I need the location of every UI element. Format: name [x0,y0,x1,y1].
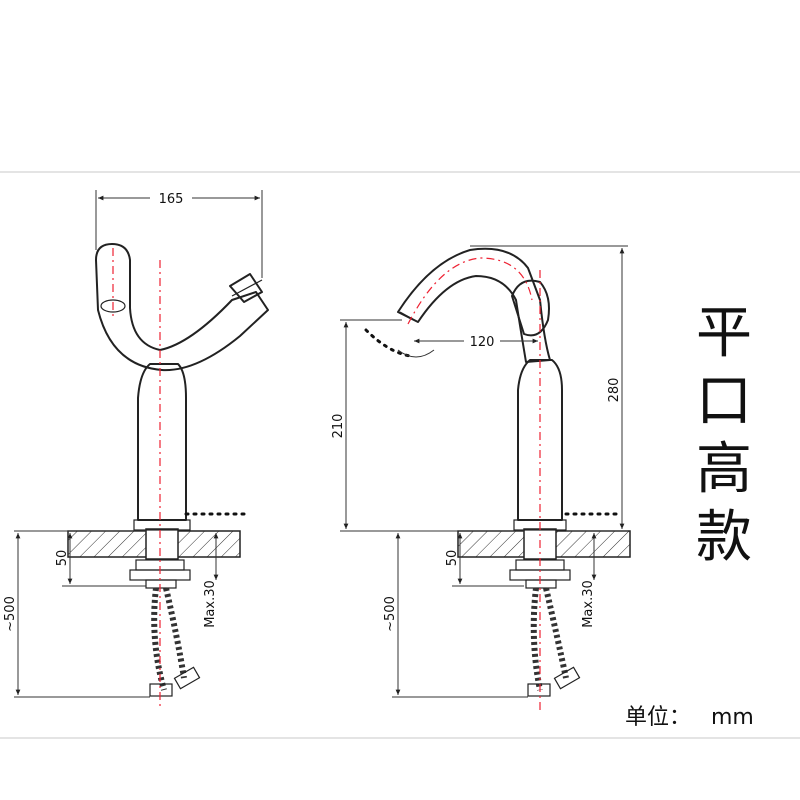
right-body-column [517,359,563,521]
left-hose-fitting-2 [173,666,201,690]
right-handle [511,279,550,337]
title-block: 平 口 高 款 [696,301,752,570]
right-water-stream [364,328,412,358]
left-hose-2 [163,587,187,679]
unit-value: mm [711,705,754,730]
left-hose-fitting-1 [149,683,173,697]
left-mount-hole [145,528,179,560]
left-shank [145,579,177,589]
left-body-column [137,363,187,521]
left-dim-500-label: ~500 [3,596,18,632]
unit-label: 单位： mm [625,705,754,730]
right-hose-fitting-1 [527,683,551,697]
right-hose-1 [530,587,543,691]
title-char-3: 高 [696,437,752,502]
left-handle-line [231,279,263,297]
left-dim-max-label: Max.30 [203,580,218,628]
left-base-ring [133,519,191,531]
left-spout [95,243,269,372]
right-water-arc [397,349,435,358]
right-dim-280-label: 280 [607,378,622,403]
left-dim-165-label: 165 [159,192,184,207]
right-hose-2 [543,587,569,679]
title-char-2: 口 [696,369,752,434]
unit-prefix: 单位： [625,705,691,730]
right-dim-210-label: 210 [331,414,346,439]
right-hose-fitting-2 [553,666,581,690]
title-char-1: 平 [696,301,752,366]
right-shank [525,579,557,589]
right-dim-120-label: 120 [470,335,495,350]
left-handle [229,273,263,303]
right-spout [397,247,551,363]
right-dim-500-label: ~500 [383,596,398,632]
title-char-4: 款 [696,505,752,570]
right-spout-tip [399,311,419,323]
right-dim-max-label: Max.30 [581,580,596,628]
left-dim-50-label: 50 [55,550,70,567]
right-view: 120 210 280 50 ~500 Max.30 [331,245,631,710]
right-spout-centerline [407,257,533,325]
left-hose-1 [151,587,167,691]
right-dim-50-label: 50 [445,550,460,567]
left-view: 165 50 ~500 Max.30 [3,190,269,710]
left-spout-outlet [100,299,126,313]
